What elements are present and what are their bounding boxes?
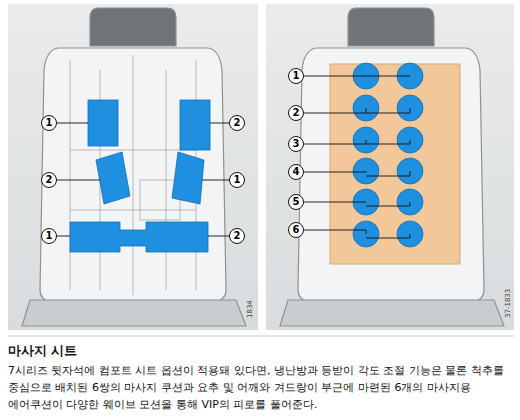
caption-body: 7시리즈 뒷자석에 컴포트 시트 옵션이 적용돼 있다면, 냉난방과 등받이 각…	[8, 362, 516, 413]
callout-number: 2	[234, 118, 241, 128]
callout-number: 5	[293, 197, 300, 207]
callout-circle: 5	[288, 194, 304, 210]
callout-circle: 1	[288, 68, 304, 84]
callout-number: 6	[293, 225, 300, 235]
callout-number: 2	[293, 108, 300, 118]
callout-circle: 2	[288, 105, 304, 121]
figure-code: 37-1833	[504, 289, 512, 318]
figure-code: 1834	[246, 300, 254, 318]
callout-circle: 4	[288, 164, 304, 180]
callout-number: 2	[46, 175, 53, 185]
callout-number: 1	[46, 231, 53, 241]
callout-circle: 3	[288, 136, 304, 152]
callout-number: 3	[293, 139, 300, 149]
callout-circle: 2	[41, 172, 57, 188]
callout-circle: 1	[41, 115, 57, 131]
callout-circle: 2	[229, 115, 245, 131]
callout-circle: 1	[229, 172, 245, 188]
caption-title: 마사지 시트	[8, 343, 77, 360]
callout-circle: 2	[229, 228, 245, 244]
callout-number: 2	[234, 231, 241, 241]
callout-number: 1	[234, 175, 241, 185]
callout-number: 4	[293, 167, 300, 177]
callout-circle: 6	[288, 222, 304, 238]
callout-number: 1	[46, 118, 53, 128]
callout-number: 1	[293, 71, 300, 81]
callout-circle: 1	[41, 228, 57, 244]
